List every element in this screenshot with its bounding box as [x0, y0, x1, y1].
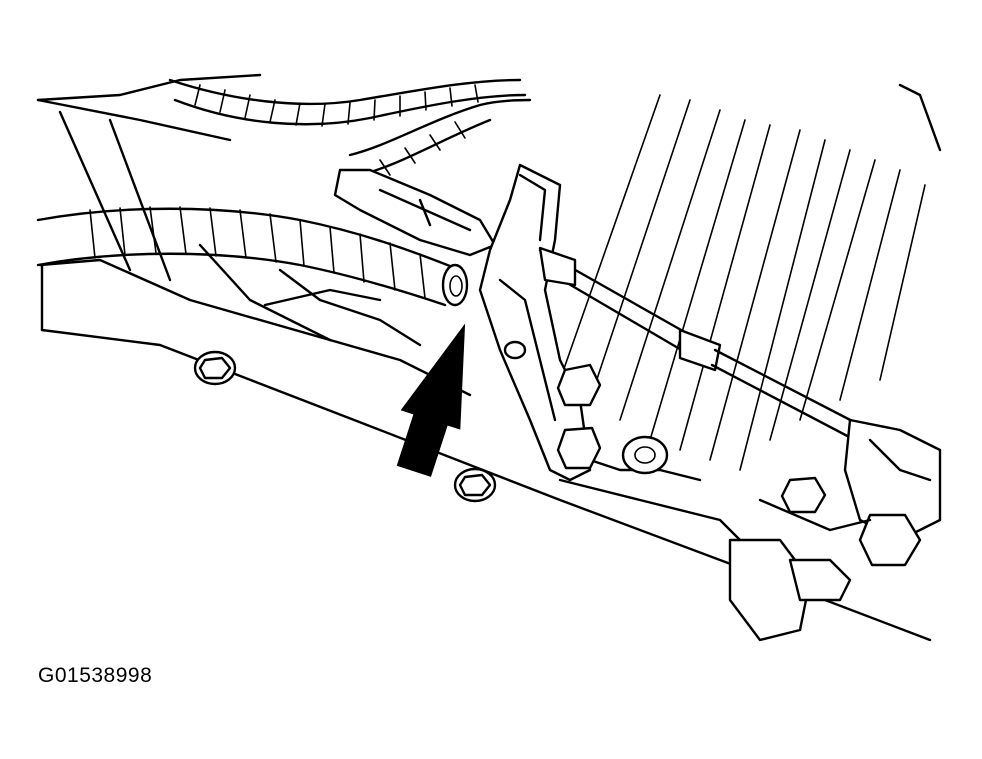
- background-hatching: [559, 83, 942, 471]
- frame-bolts: [193, 350, 497, 503]
- frame-rail: [36, 73, 932, 642]
- bracket-bolts: [556, 363, 602, 470]
- wrapped-cable: [36, 206, 469, 307]
- figure-id-label: G01538998: [38, 664, 153, 687]
- wiring-harness: [168, 78, 532, 177]
- linkage-assembly: [621, 418, 942, 642]
- cable-connector: [333, 168, 497, 257]
- shift-cable-rod: [538, 246, 862, 442]
- indicator-arrow: [396, 323, 466, 477]
